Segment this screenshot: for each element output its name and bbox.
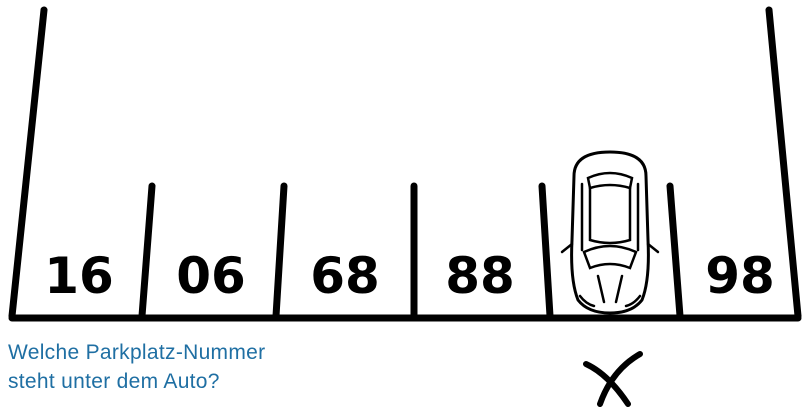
x-mark-icon: [586, 354, 640, 404]
question-line-1: Welche Parkplatz-Nummer: [8, 338, 368, 367]
divider-line-4: [542, 186, 550, 316]
divider-line-2: [276, 186, 284, 316]
car-icon: [562, 152, 658, 313]
left-boundary-line: [12, 10, 44, 316]
spot-number-1: 16: [44, 247, 114, 305]
divider-line-1: [142, 186, 152, 316]
spot-number-3: 68: [310, 247, 380, 305]
question-line-2: steht unter dem Auto?: [8, 367, 368, 396]
spot-number-2: 06: [176, 247, 246, 305]
question-text: Welche Parkplatz-Nummer steht unter dem …: [8, 338, 368, 396]
spot-number-6: 98: [705, 247, 775, 305]
divider-line-5: [670, 186, 680, 316]
spot-number-4: 88: [445, 247, 515, 305]
